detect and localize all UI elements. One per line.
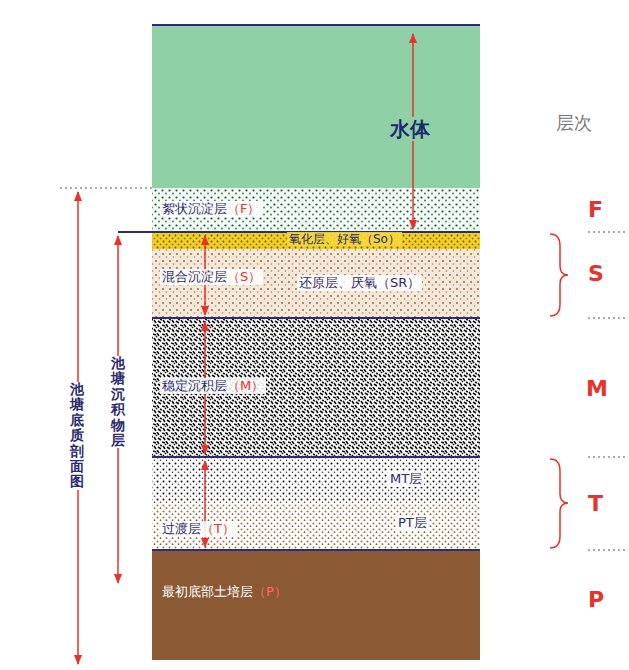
mixed-layer: 混合沉淀层（S） 还原层、厌氧（SR） bbox=[152, 249, 480, 318]
layer-label: 混合沉淀层（S） bbox=[160, 269, 263, 285]
sublayer-label: PT层 bbox=[396, 515, 429, 531]
layer-code: M bbox=[586, 376, 608, 402]
soil-layer: 最初底部土培层（P） bbox=[152, 550, 480, 660]
layer-label: 稳定沉积层（M） bbox=[160, 378, 266, 394]
transition-layer: 过渡层（T） MT层 PT层 bbox=[152, 457, 480, 550]
oxidized-layer: 氧化层、好氧（So） bbox=[152, 232, 480, 249]
layer-label: 絮状沉淀层（F） bbox=[160, 201, 262, 217]
layer-code: T bbox=[588, 491, 603, 517]
layer-code: P bbox=[588, 587, 604, 613]
layer-label: 最初底部土培层（P） bbox=[160, 584, 289, 600]
sublayer-label: MT层 bbox=[388, 471, 424, 487]
layer-code: S bbox=[588, 261, 604, 287]
water-label: 水体 bbox=[388, 117, 432, 141]
layer-label: 氧化层、好氧（So） bbox=[287, 232, 402, 246]
layer-code: F bbox=[588, 197, 603, 223]
layer-label: 还原层、厌氧（SR） bbox=[297, 275, 422, 291]
water-layer: 水体 bbox=[152, 25, 480, 188]
vertical-label: 池塘沉积物层 bbox=[111, 356, 125, 448]
floc-layer: 絮状沉淀层（F） bbox=[152, 188, 480, 232]
layer-label: 过渡层（T） bbox=[160, 521, 237, 537]
vertical-label: 池塘底质剖面图 bbox=[70, 382, 84, 490]
mt-sublayer: MT层 bbox=[152, 457, 480, 503]
stable-layer: 稳定沉积层（M） bbox=[152, 318, 480, 457]
column-heading: 层次 bbox=[556, 112, 592, 134]
